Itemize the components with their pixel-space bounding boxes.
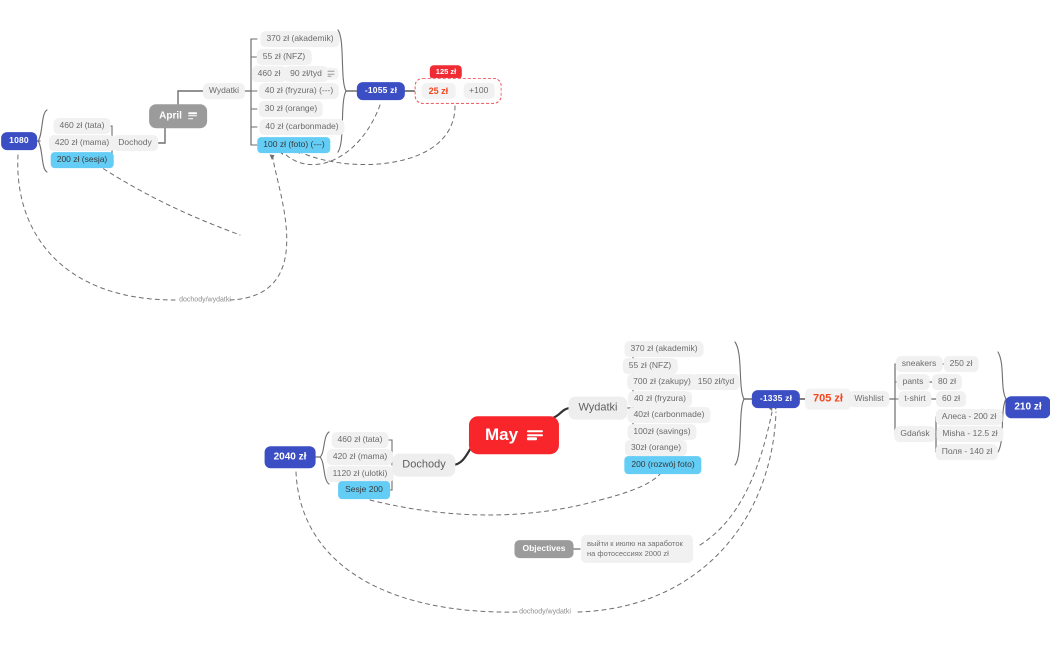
april-expense-item[interactable]: 55 zł (NFZ) (256, 49, 312, 65)
trip-item[interactable]: Алеса - 200 zł (935, 409, 1003, 425)
april-dochody-node[interactable]: Dochody (112, 135, 158, 151)
wishlist-item-label[interactable]: t-shirt (898, 391, 932, 407)
may-expense-item[interactable]: 55 zł (NFZ) (622, 358, 678, 374)
april-income-item[interactable]: 420 zł (mama) (48, 135, 116, 151)
trip-item[interactable]: Поля - 140 zł (935, 444, 999, 460)
note-lines-icon (527, 430, 544, 440)
may-relation-label: dochody/wydatki (519, 608, 571, 616)
wishlist-item-label[interactable]: pants (896, 374, 930, 390)
april-balance-node[interactable]: -1055 zł (356, 82, 406, 100)
note-lines-icon-button[interactable] (323, 67, 339, 81)
wishlist-trip-node[interactable]: Gdańsk (894, 426, 936, 442)
may-expense-item[interactable]: 30zł (orange) (624, 440, 688, 456)
may-income-item[interactable]: 1120 zł (ulotki) (326, 466, 394, 482)
may-month-node[interactable]: May (468, 416, 560, 454)
april-income-item[interactable]: 460 zł (tata) (53, 118, 111, 134)
april-relation-label: dochody/wydatki (179, 296, 231, 304)
wishlist-item-value[interactable]: 80 zł (932, 374, 962, 390)
may-remainder-node[interactable]: 210 zł (1005, 396, 1050, 418)
may-expense-item[interactable]: 370 zł (akademik) (624, 341, 704, 357)
may-expense-item[interactable]: 700 zł (zakupy) (627, 374, 697, 390)
april-expense-item[interactable]: 40 zł (carbonmade) (259, 119, 345, 135)
april-income-total-node[interactable]: 1080 (1, 132, 37, 150)
may-expense-subitem[interactable]: 150 zł/tyd (691, 374, 741, 390)
may-expense-item[interactable]: 100zł (savings) (627, 424, 697, 440)
april-result-delta[interactable]: +100 (463, 83, 495, 99)
april-month-node[interactable]: April (149, 104, 207, 128)
april-expense-item[interactable]: 30 zł (orange) (258, 101, 324, 117)
april-expense-subitem[interactable]: 90 zł/tyd (284, 66, 328, 82)
may-month-label: May (484, 425, 519, 445)
april-expense-item[interactable]: 460 zł (251, 66, 287, 82)
note-lines-icon (327, 70, 335, 78)
objectives-text[interactable]: выйти к июлю на заработок на фотосессиях… (581, 534, 693, 564)
may-expense-item[interactable]: 40zł (carbonmade) (627, 407, 711, 423)
april-result-amount[interactable]: 25 zł (421, 82, 456, 100)
may-balance-node[interactable]: -1335 zł (751, 390, 801, 408)
may-income-item-highlight[interactable]: Sesje 200 (338, 481, 390, 499)
may-surplus-node[interactable]: 705 zł (805, 388, 851, 410)
may-wydatki-node[interactable]: Wydatki (568, 396, 628, 420)
may-dochody-node[interactable]: Dochody (392, 453, 456, 477)
may-income-item[interactable]: 460 zł (tata) (331, 432, 389, 448)
april-result-badge[interactable]: 125 zł (429, 65, 463, 79)
may-income-total-node[interactable]: 2040 zł (264, 446, 316, 468)
april-result-group[interactable]: 25 zł +100 (414, 77, 502, 105)
note-lines-icon (187, 112, 197, 120)
objectives-node[interactable]: Objectives (514, 540, 574, 558)
april-month-label: April (159, 110, 182, 122)
april-wydatki-node[interactable]: Wydatki (202, 83, 246, 99)
april-expense-item[interactable]: 40 zł (fryzura) (---) (258, 83, 340, 99)
wishlist-item-label[interactable]: sneakers (895, 356, 943, 372)
wishlist-item-value[interactable]: 60 zł (936, 391, 966, 407)
april-income-item-highlight[interactable]: 200 zł (sesja) (50, 152, 114, 168)
april-expense-item[interactable]: 370 zł (akademik) (260, 31, 340, 47)
may-expense-item-highlight[interactable]: 200 (rozwój foto) (624, 456, 702, 474)
may-income-item[interactable]: 420 zł (mama) (326, 449, 394, 465)
april-expense-item-highlight[interactable]: 100 zł (foto) (---) (257, 137, 331, 153)
trip-item[interactable]: Misha - 12.5 zł (936, 426, 1004, 442)
wishlist-item-value[interactable]: 250 zł (943, 356, 979, 372)
may-wishlist-node[interactable]: Wishlist (848, 391, 890, 407)
may-expense-item[interactable]: 40 zł (fryzura) (628, 391, 692, 407)
